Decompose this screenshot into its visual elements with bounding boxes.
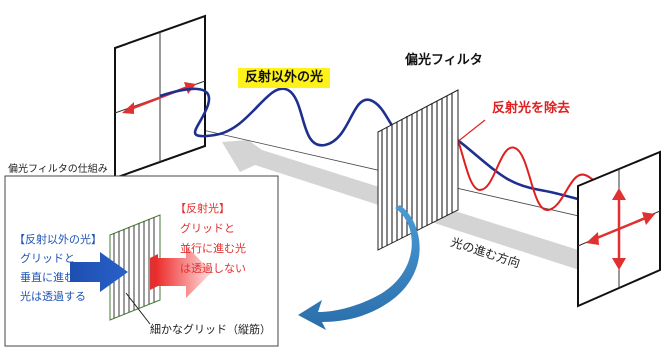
reflected-other-label: 反射以外の光 <box>238 68 331 88</box>
inset-left-line-1: 【反射以外の光】 <box>14 233 102 246</box>
inset-left-line-2: グリッドと <box>20 252 75 265</box>
filter-title: 偏光フィルタ <box>405 53 483 68</box>
inset-left-line-3: 垂直に進む <box>20 271 75 284</box>
inset-pink-arrow <box>156 246 212 298</box>
remove-reflection-label: 反射光を除去 <box>492 101 571 116</box>
inset-blue-arrow <box>70 252 128 292</box>
inset-right-line-1: 【反射光】 <box>175 202 230 215</box>
curved-arrow <box>298 205 420 330</box>
inset-title: 偏光フィルタの仕組み <box>8 164 108 175</box>
inset-grid <box>109 214 161 321</box>
inset-right-line-4: は透過しない <box>180 262 246 275</box>
grid-caption: 細かなグリッド（縦筋） <box>150 323 271 336</box>
inset-left-line-4: 光は透過する <box>20 290 86 303</box>
right-screen <box>577 150 661 308</box>
inset-right-line-2: グリッドと <box>180 222 235 235</box>
left-screen <box>114 14 206 180</box>
inset-right-line-3: 並行に進む光 <box>180 242 246 255</box>
blue-wave <box>159 87 631 212</box>
